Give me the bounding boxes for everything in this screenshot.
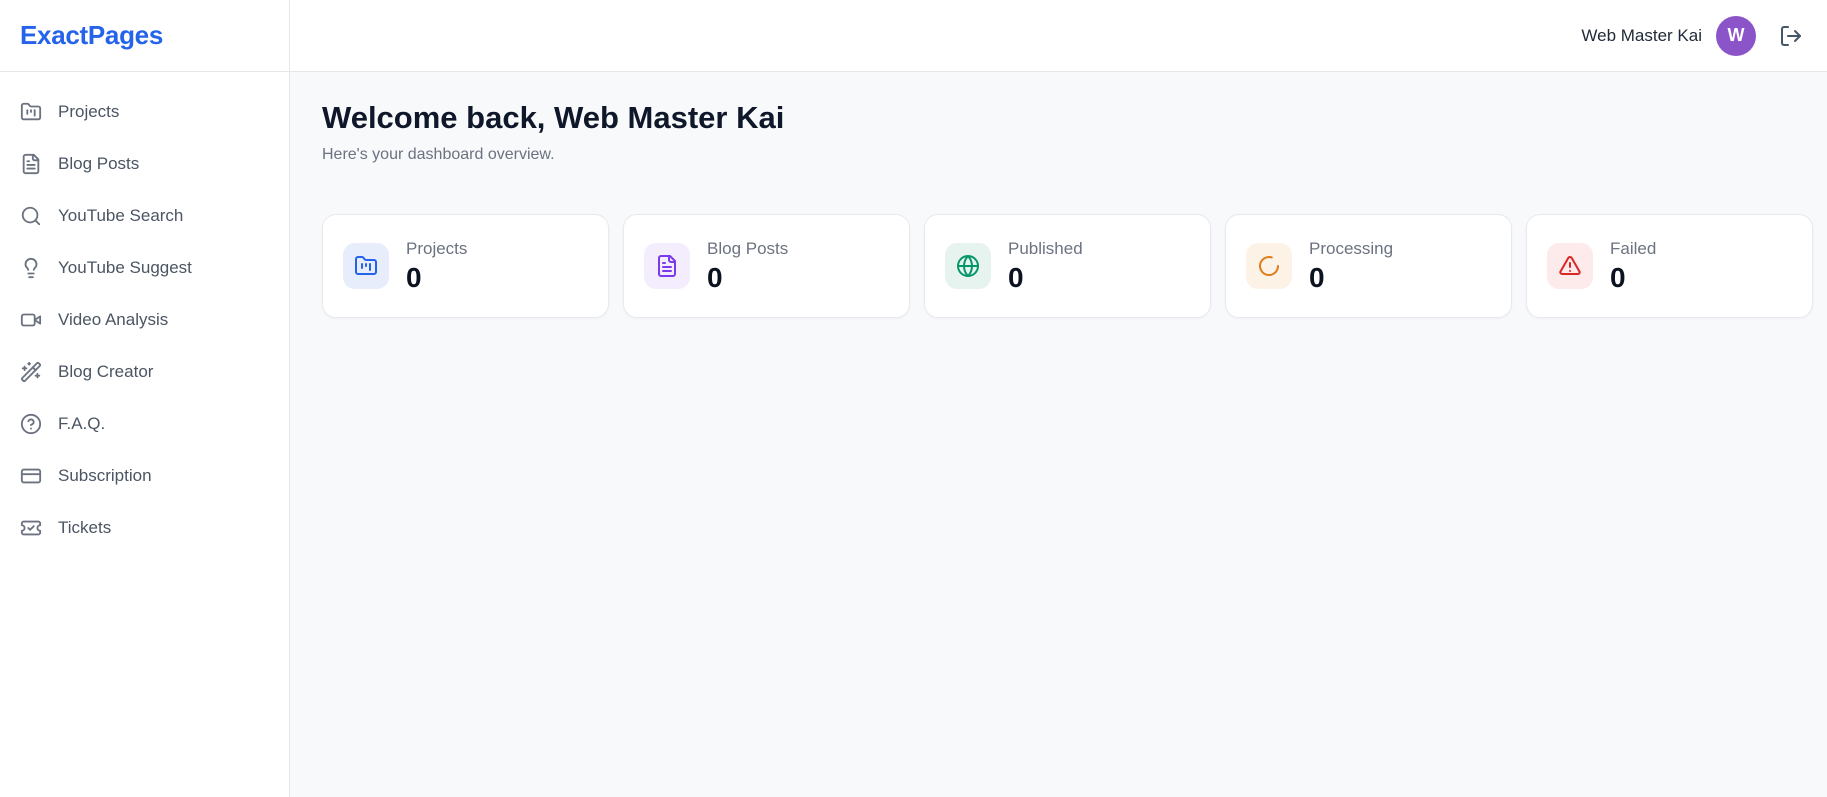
sidebar-item-projects[interactable]: Projects: [12, 86, 277, 138]
user-name: Web Master Kai: [1581, 25, 1702, 45]
stat-card-failed: Failed 0: [1526, 214, 1813, 318]
folder-kanban-icon: [343, 243, 389, 289]
magic-wand-icon: [20, 361, 42, 383]
sidebar-item-label: Tickets: [58, 518, 112, 537]
sidebar-item-blog-creator[interactable]: Blog Creator: [12, 346, 277, 398]
stat-label: Processing: [1309, 238, 1394, 258]
globe-icon: [945, 243, 991, 289]
stat-card-published: Published 0: [924, 214, 1211, 318]
sidebar-item-subscription[interactable]: Subscription: [12, 450, 277, 502]
sidebar: ExactPages Projects Blog Posts YouTube S…: [0, 0, 290, 797]
sidebar-item-youtube-suggest[interactable]: YouTube Suggest: [12, 242, 277, 294]
brand-logo[interactable]: ExactPages: [20, 20, 163, 50]
stat-value: 0: [1610, 261, 1626, 293]
alert-triangle-icon: [1547, 243, 1593, 289]
logo-container: ExactPages: [0, 0, 289, 72]
ticket-check-icon: [20, 517, 42, 539]
content-column: Web Master Kai W Welcome back, Web Maste…: [290, 0, 1827, 797]
sidebar-item-video-analysis[interactable]: Video Analysis: [12, 294, 277, 346]
sidebar-item-label: Video Analysis: [58, 310, 169, 329]
stat-label: Failed: [1610, 238, 1657, 258]
spinner-icon: [1246, 243, 1292, 289]
help-circle-icon: [20, 413, 42, 435]
stat-value: 0: [1309, 261, 1325, 293]
stat-value: 0: [707, 261, 723, 293]
sidebar-item-tickets[interactable]: Tickets: [12, 502, 277, 554]
lightbulb-icon: [20, 257, 42, 279]
sidebar-item-label: Projects: [58, 102, 120, 121]
sidebar-item-label: YouTube Suggest: [58, 258, 192, 277]
stat-label: Published: [1008, 238, 1083, 258]
stat-meta: Projects 0: [406, 239, 467, 294]
sidebar-nav: Projects Blog Posts YouTube Search YouTu…: [0, 72, 289, 568]
sidebar-item-label: YouTube Search: [58, 206, 184, 225]
stat-meta: Failed 0: [1610, 239, 1656, 294]
stat-card-blog-posts: Blog Posts 0: [623, 214, 910, 318]
page-subtitle: Here's your dashboard overview.: [322, 146, 555, 163]
stat-value: 0: [406, 261, 422, 293]
stat-label: Projects: [406, 238, 468, 258]
avatar[interactable]: W: [1716, 15, 1756, 56]
logout-button[interactable]: [1779, 24, 1803, 48]
stat-meta: Published 0: [1008, 239, 1083, 294]
sidebar-item-label: Blog Creator: [58, 362, 154, 381]
file-text-icon: [20, 153, 42, 175]
sidebar-item-label: F.A.Q.: [58, 414, 106, 433]
stat-meta: Blog Posts 0: [707, 239, 788, 294]
stat-card-projects: Projects 0: [322, 214, 609, 318]
sidebar-item-faq[interactable]: F.A.Q.: [12, 398, 277, 450]
file-text-icon: [644, 243, 690, 289]
stats-row: Projects 0 Blog Posts 0: [322, 214, 1813, 318]
sidebar-item-label: Blog Posts: [58, 154, 140, 173]
stat-card-processing: Processing 0: [1225, 214, 1512, 318]
log-out-icon: [1779, 24, 1803, 48]
folder-kanban-icon: [20, 101, 42, 123]
video-camera-icon: [20, 309, 42, 331]
sidebar-item-label: Subscription: [58, 466, 152, 485]
stat-meta: Processing 0: [1309, 239, 1393, 294]
dashboard-main: Welcome back, Web Master Kai Here's your…: [290, 72, 1827, 797]
credit-card-icon: [20, 465, 42, 487]
page-title: Welcome back, Web Master Kai: [322, 100, 785, 135]
sidebar-item-blog-posts[interactable]: Blog Posts: [12, 138, 277, 190]
stat-label: Blog Posts: [707, 238, 789, 258]
search-icon: [20, 205, 42, 227]
stat-value: 0: [1008, 261, 1024, 293]
top-header: Web Master Kai W: [290, 0, 1827, 72]
sidebar-item-youtube-search[interactable]: YouTube Search: [12, 190, 277, 242]
